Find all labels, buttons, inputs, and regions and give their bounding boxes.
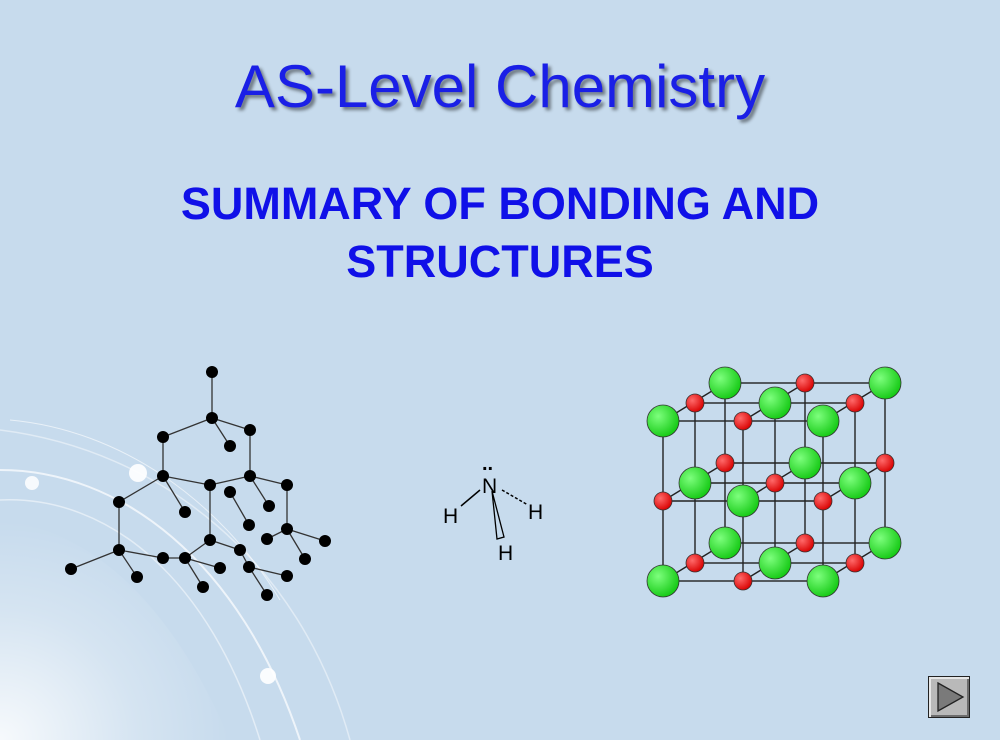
carbon-atom bbox=[261, 533, 273, 545]
sparkle-dot bbox=[129, 464, 147, 482]
carbon-atom bbox=[234, 544, 246, 556]
carbon-atom bbox=[243, 519, 255, 531]
carbon-atoms bbox=[65, 366, 331, 601]
n-h-bond-left bbox=[460, 489, 481, 507]
chloride-ion bbox=[868, 366, 902, 400]
chloride-ion bbox=[806, 564, 840, 598]
carbon-atom bbox=[281, 570, 293, 582]
carbon-atom bbox=[157, 470, 169, 482]
carbon-atom bbox=[197, 581, 209, 593]
sodium-ion bbox=[733, 571, 753, 591]
chloride-ion bbox=[758, 386, 792, 420]
n-h-bond-right bbox=[501, 489, 529, 506]
carbon-atom bbox=[224, 486, 236, 498]
carbon-atom bbox=[244, 424, 256, 436]
carbon-atom bbox=[179, 506, 191, 518]
nitrogen-atom-label: N bbox=[482, 475, 497, 498]
carbon-atom bbox=[261, 589, 273, 601]
sparkle-dot bbox=[25, 476, 39, 490]
sodium-ion bbox=[795, 373, 815, 393]
carbon-atom bbox=[214, 562, 226, 574]
subtitle-line-2: STRUCTURES bbox=[346, 236, 654, 287]
chloride-ion bbox=[758, 546, 792, 580]
sodium-ion bbox=[875, 453, 895, 473]
chloride-ion bbox=[788, 446, 822, 480]
subtitle-line-1: SUMMARY OF BONDING AND bbox=[180, 178, 820, 229]
sodium-ion bbox=[813, 491, 833, 511]
carbon-atom bbox=[65, 563, 77, 575]
carbon-atom bbox=[131, 571, 143, 583]
sodium-ion bbox=[765, 473, 785, 493]
carbon-atom bbox=[224, 440, 236, 452]
sodium-ion bbox=[733, 411, 753, 431]
sodium-ion bbox=[685, 553, 705, 573]
sodium-ion bbox=[715, 453, 735, 473]
carbon-atom bbox=[204, 479, 216, 491]
carbon-atom bbox=[157, 431, 169, 443]
carbon-atom bbox=[204, 534, 216, 546]
chloride-ion bbox=[708, 526, 742, 560]
hydrogen-left-label: H bbox=[443, 505, 458, 528]
carbon-atom bbox=[113, 496, 125, 508]
carbon-atom bbox=[113, 544, 125, 556]
sodium-ion bbox=[845, 393, 865, 413]
next-slide-triangle-icon bbox=[937, 681, 965, 713]
diamond-lattice-diagram bbox=[65, 366, 331, 601]
slide-subtitle: SUMMARY OF BONDING AND STRUCTURES bbox=[0, 175, 1000, 291]
chloride-ion bbox=[806, 404, 840, 438]
carbon-atom bbox=[206, 412, 218, 424]
hydrogen-right-label: H bbox=[528, 501, 543, 524]
carbon-atom bbox=[243, 561, 255, 573]
chloride-ion bbox=[726, 484, 760, 518]
carbon-atom bbox=[263, 500, 275, 512]
ammonia-molecule-diagram: .. N H H H bbox=[443, 453, 543, 565]
chloride-ion bbox=[646, 404, 680, 438]
sodium-chloride-lattice-diagram bbox=[646, 366, 902, 598]
carbon-atom bbox=[319, 535, 331, 547]
sparkle-dot bbox=[260, 668, 276, 684]
carbon-atom bbox=[244, 470, 256, 482]
slide-title: AS-Level Chemistry bbox=[234, 53, 766, 120]
hydrogen-bottom-label: H bbox=[498, 542, 513, 565]
carbon-atom bbox=[179, 552, 191, 564]
sodium-ion bbox=[795, 533, 815, 553]
chloride-ion bbox=[646, 564, 680, 598]
sodium-ion bbox=[653, 491, 673, 511]
chloride-ion bbox=[838, 466, 872, 500]
carbon-atom bbox=[157, 552, 169, 564]
carbon-atom bbox=[206, 366, 218, 378]
next-slide-button[interactable] bbox=[928, 676, 970, 718]
chloride-ion bbox=[868, 526, 902, 560]
carbon-atom bbox=[281, 479, 293, 491]
carbon-atom bbox=[281, 523, 293, 535]
chloride-ion bbox=[678, 466, 712, 500]
sodium-ion bbox=[845, 553, 865, 573]
chloride-ion bbox=[708, 366, 742, 400]
lone-pair-dots: .. bbox=[482, 453, 493, 475]
sodium-ion bbox=[685, 393, 705, 413]
carbon-atom bbox=[299, 553, 311, 565]
n-h-wedge-bond bbox=[491, 490, 505, 540]
